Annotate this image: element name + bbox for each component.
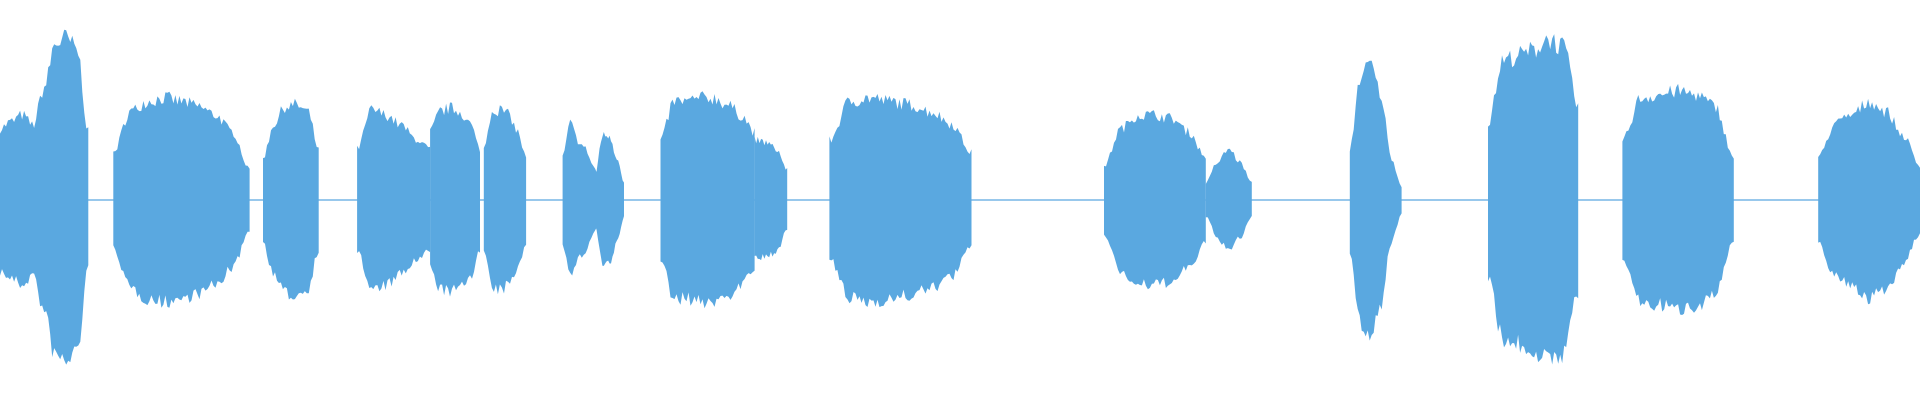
waveform-segment: [562, 119, 601, 276]
waveform-segment: [483, 105, 527, 295]
waveform-segment: [357, 105, 431, 292]
waveform-segment: [1205, 148, 1252, 250]
waveform-segments: [0, 29, 1920, 365]
waveform-segment: [829, 94, 972, 308]
waveform-segment: [595, 132, 624, 266]
waveform-segment: [1349, 60, 1402, 341]
waveform-segment: [0, 29, 89, 365]
waveform-segment: [113, 91, 250, 308]
waveform-segment: [1488, 34, 1579, 365]
waveform-segment: [660, 91, 755, 309]
waveform-segment: [1104, 110, 1206, 290]
waveform-segment: [430, 102, 480, 297]
waveform-segment: [1818, 98, 1920, 305]
waveform-segment: [754, 136, 788, 261]
waveform-segment: [263, 98, 319, 300]
waveform-segment: [1622, 83, 1734, 316]
